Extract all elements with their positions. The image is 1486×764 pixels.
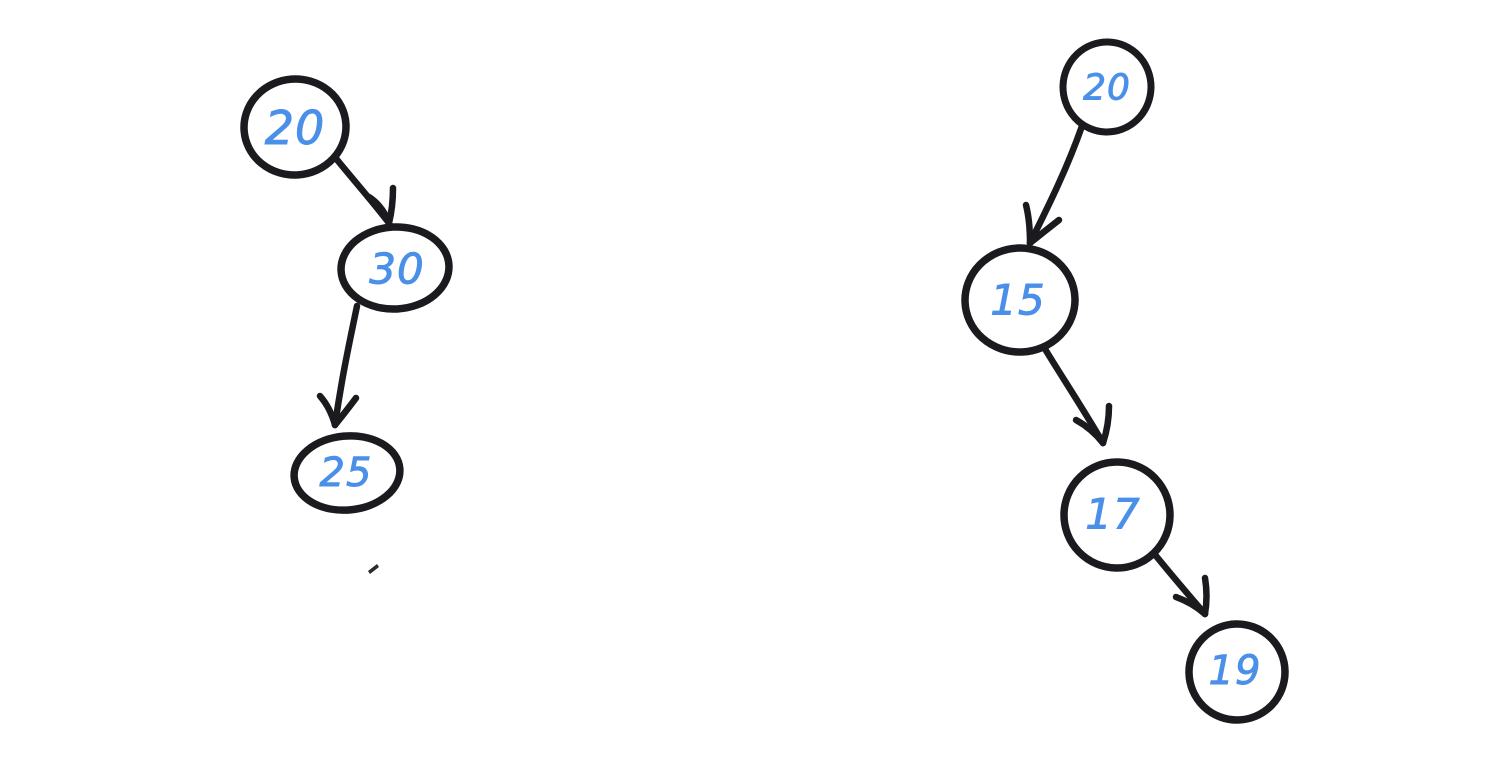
node-20-right[interactable]: 20	[1059, 38, 1155, 136]
node-19-right-shape[interactable]	[1185, 620, 1289, 724]
node-17-right-label: 17	[1085, 490, 1140, 539]
node-15-right[interactable]: 15	[961, 244, 1079, 356]
node-20-left-shape[interactable]	[240, 75, 350, 179]
node-25-left-shape[interactable]	[290, 432, 404, 515]
node-30-left[interactable]: 30	[337, 223, 453, 313]
node-30-left-label: 30	[369, 245, 424, 294]
node-25-left[interactable]: 25	[290, 432, 404, 515]
node-19-right-label: 19	[1209, 648, 1262, 694]
node-20-right-label: 20	[1083, 68, 1131, 109]
node-30-left-shape[interactable]	[337, 223, 453, 313]
node-20-right-shape[interactable]	[1059, 38, 1155, 136]
node-15-right-shape[interactable]	[961, 244, 1079, 356]
node-17-right[interactable]: 17	[1060, 458, 1174, 572]
edge-30-to-25	[316, 302, 361, 429]
node-20-left-label: 20	[265, 101, 326, 155]
right-tree: 20 15 17 19	[961, 38, 1289, 724]
stray-ink-mark	[368, 564, 379, 574]
edge-17-to-19	[1148, 547, 1210, 618]
node-20-left[interactable]: 20	[240, 75, 350, 179]
edge-20-to-30	[330, 152, 397, 227]
node-19-right[interactable]: 19	[1185, 620, 1289, 724]
node-17-right-shape[interactable]	[1060, 458, 1174, 572]
node-15-right-label: 15	[990, 276, 1045, 325]
edge-20-to-15	[1022, 122, 1086, 247]
edge-15-to-17	[1041, 345, 1113, 447]
node-25-left-label: 25	[320, 450, 373, 496]
left-tree: 20 30 25	[240, 75, 453, 574]
